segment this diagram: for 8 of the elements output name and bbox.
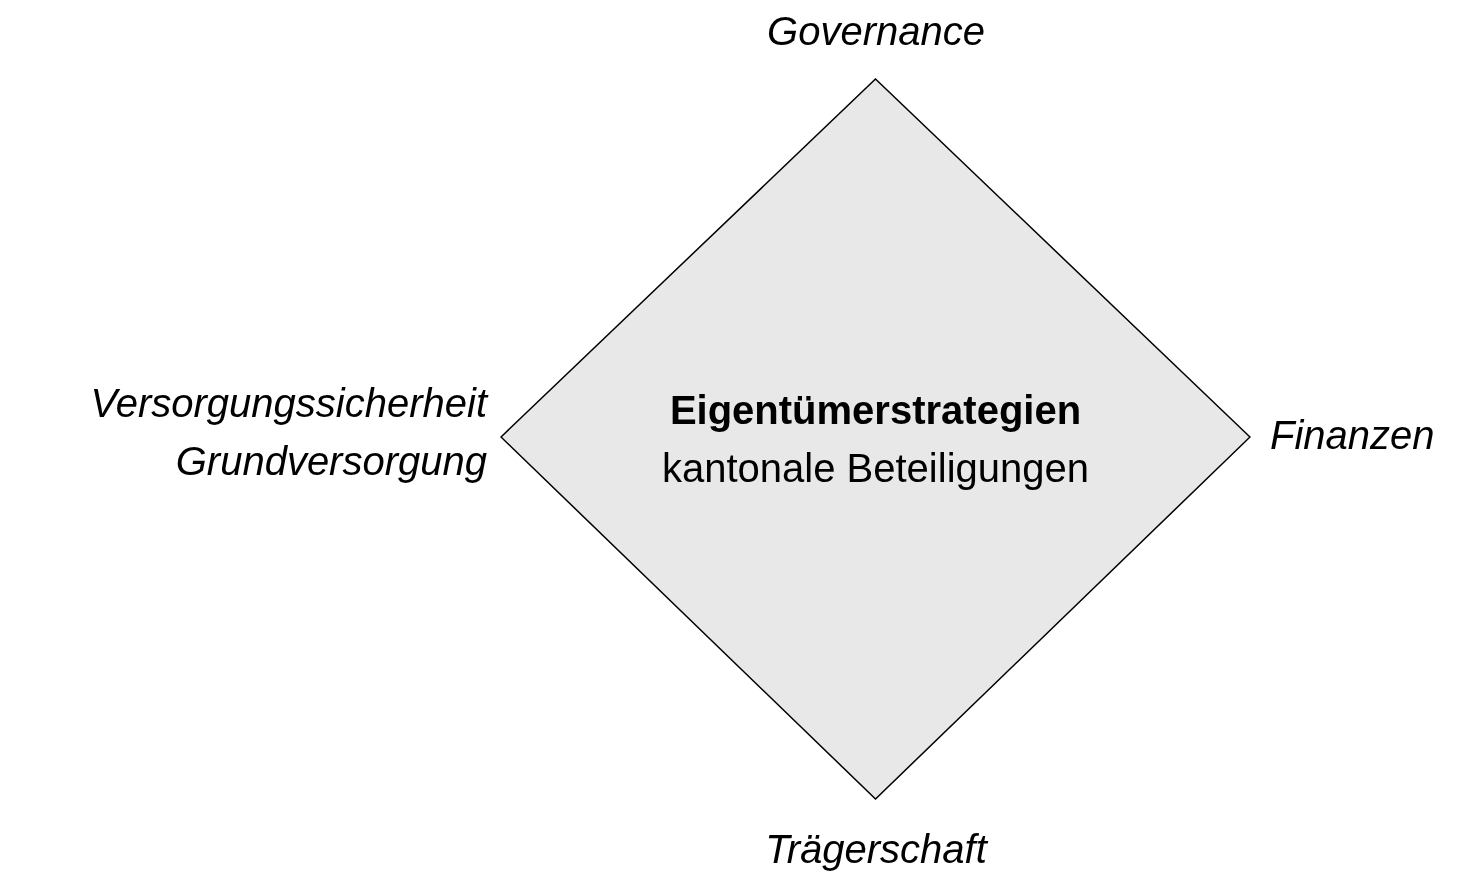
corner-label: Finanzen <box>1270 412 1435 459</box>
diamond-subtitle: kantonale Beteiligungen <box>662 445 1089 492</box>
corner-label: Versorgungssicherheit <box>90 380 487 427</box>
corner-label: Governance <box>767 8 985 55</box>
diamond-title: Eigentümerstrategien <box>669 387 1082 434</box>
corner-label: Grundversorgung <box>175 438 487 485</box>
corner-label: Trägerschaft <box>765 826 987 873</box>
strategy-diamond <box>500 78 1251 800</box>
